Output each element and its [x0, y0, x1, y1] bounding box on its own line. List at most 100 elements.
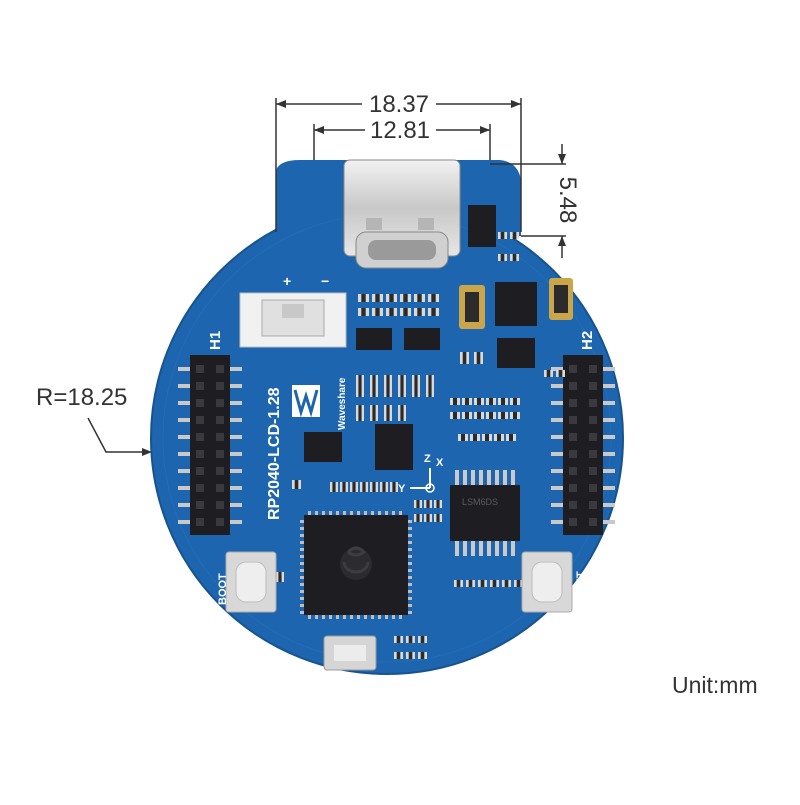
pin-pad — [603, 469, 615, 473]
imu-pin — [479, 541, 483, 556]
axis-z-label: Z — [424, 453, 431, 465]
mcu-pin — [408, 597, 412, 600]
pin-pad — [551, 469, 563, 473]
passive-body — [431, 308, 436, 316]
passive-body — [417, 308, 422, 316]
dim-tab-height: 5.48 — [554, 177, 581, 224]
mcu-pin — [300, 611, 304, 614]
header-pin — [196, 450, 204, 458]
pin-pad — [178, 520, 190, 524]
imu-pin — [495, 541, 499, 556]
imu-pin — [503, 470, 507, 485]
passive-body — [504, 580, 509, 587]
passive-body — [426, 500, 430, 508]
mcu-pin — [300, 520, 304, 523]
small-chips — [304, 205, 537, 470]
imu-pin — [471, 541, 475, 556]
mcu-pin — [408, 583, 412, 586]
imu-pin — [487, 470, 491, 485]
header-pin — [216, 416, 224, 424]
mcu-pin — [408, 569, 412, 572]
header-pin — [569, 484, 577, 492]
passive-body — [476, 352, 481, 364]
passive-body — [480, 580, 485, 587]
passive-body — [465, 398, 469, 405]
passive-body — [485, 434, 489, 441]
minus-label: − — [321, 273, 329, 289]
board-name-label: RP2040-LCD-1.28 — [266, 387, 283, 520]
mcu-pin — [408, 604, 412, 607]
header-pin — [589, 399, 597, 407]
header-h2-label: H2 — [579, 331, 596, 350]
pin-pad — [178, 486, 190, 490]
header-pin — [569, 416, 577, 424]
passive-body — [358, 405, 362, 421]
rp2040-chip — [300, 511, 412, 619]
passive-body — [342, 482, 346, 492]
passive-body — [294, 480, 299, 489]
imu-pin — [455, 470, 459, 485]
passive-body — [453, 398, 457, 405]
pin-pad — [551, 520, 563, 524]
header-pin — [589, 501, 597, 509]
mcu-pin — [300, 534, 304, 537]
pin-pad — [178, 367, 190, 371]
header-h1-label: H1 — [207, 331, 224, 350]
mcu-pin — [329, 511, 332, 515]
boot-label: BOOT — [217, 573, 229, 605]
mcu-pin — [357, 511, 360, 515]
passive-body — [492, 580, 497, 587]
passive-body — [512, 232, 517, 239]
reset-button[interactable] — [521, 551, 573, 613]
pin-pad — [230, 503, 242, 507]
mcu-pin — [329, 615, 332, 619]
boot-button[interactable] — [225, 551, 277, 613]
header-pin — [589, 518, 597, 526]
pin-pad — [178, 401, 190, 405]
passive-body — [417, 294, 422, 302]
passive-body — [414, 375, 418, 397]
passive-body — [396, 652, 401, 659]
pin-pad — [551, 452, 563, 456]
mcu-pin — [315, 615, 318, 619]
mcu-pin — [408, 576, 412, 579]
passive-body — [389, 294, 394, 302]
passive-body — [372, 482, 376, 492]
header-pin — [589, 382, 597, 390]
passive-body — [516, 580, 521, 587]
header-pin — [569, 467, 577, 475]
pin-pad — [230, 367, 242, 371]
pin-pad — [603, 520, 615, 524]
pin-pad — [178, 418, 190, 422]
mcu-pin — [408, 555, 412, 558]
mcu-pin — [308, 615, 311, 619]
pin-pad — [178, 469, 190, 473]
passive-body — [408, 636, 413, 643]
passive-body — [389, 308, 394, 316]
passive-body — [436, 500, 440, 508]
pin-pad — [603, 435, 615, 439]
header-pin — [196, 467, 204, 475]
header-pin — [589, 365, 597, 373]
header-pin — [589, 467, 597, 475]
header-pin — [569, 399, 577, 407]
mcu-pin — [300, 576, 304, 579]
mcu-pin — [300, 555, 304, 558]
imu-pin — [495, 470, 499, 485]
axis-indicator — [410, 468, 435, 493]
pin-pad — [551, 418, 563, 422]
passive-body — [416, 500, 420, 508]
mcu-pin — [322, 615, 325, 619]
passive-body — [501, 398, 505, 405]
passive-body — [352, 482, 356, 492]
passive-body — [513, 398, 517, 405]
mcu-pin — [408, 548, 412, 551]
mcu-pin — [336, 615, 339, 619]
pin-pad — [603, 503, 615, 507]
mcu-pin — [300, 590, 304, 593]
header-pin — [216, 365, 224, 373]
imu-chip: LSM6DS — [450, 470, 520, 556]
passive-body — [278, 572, 282, 582]
header-pin — [196, 484, 204, 492]
usb-c-connector — [343, 159, 461, 269]
